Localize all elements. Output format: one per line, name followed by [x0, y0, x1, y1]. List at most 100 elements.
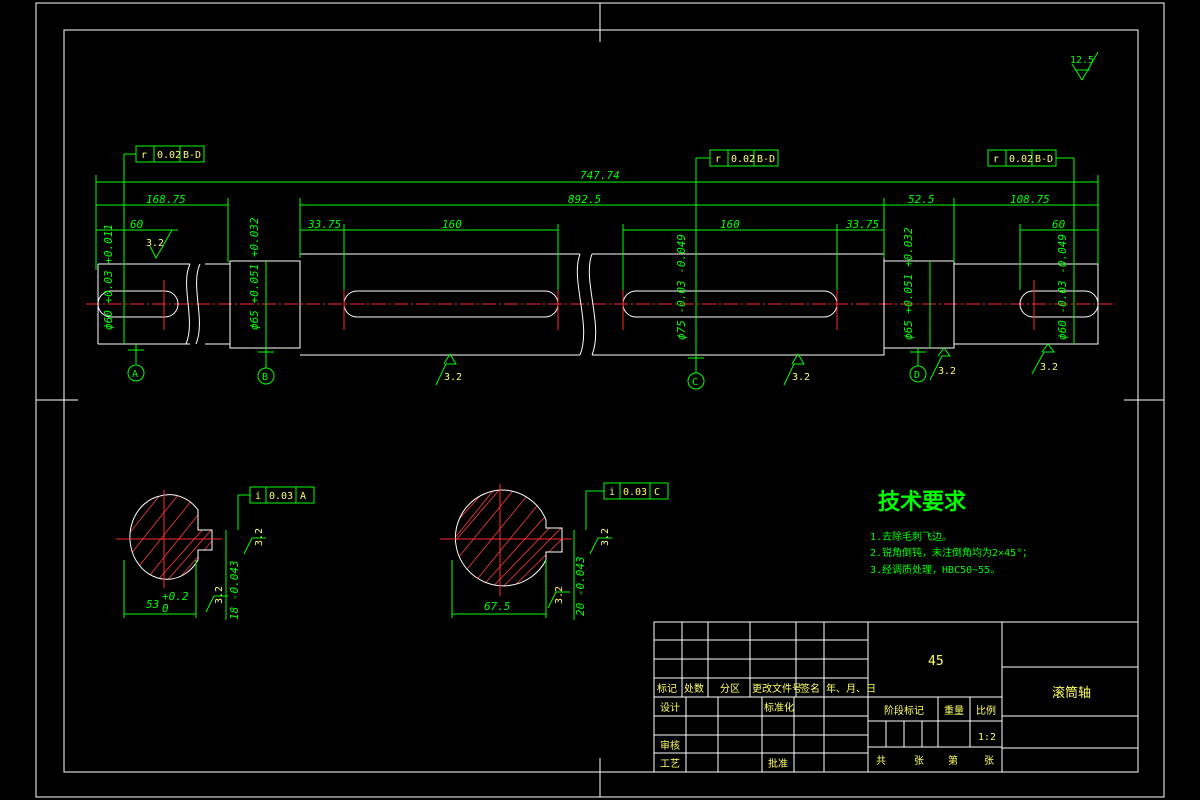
dim-right-seg: 108.75 [1010, 193, 1050, 206]
section-view-right: 67.5 20 -0.043 3.2 3.2 i 0.03 C [440, 482, 669, 620]
svg-text:阶段标记: 阶段标记 [884, 704, 924, 717]
dim-slot-right: 160 [720, 218, 740, 231]
svg-text:0.02: 0.02 [731, 154, 755, 165]
svg-text:比例: 比例 [976, 704, 996, 717]
svg-text:设计: 设计 [660, 701, 680, 714]
svg-text:0: 0 [162, 602, 169, 615]
svg-text:i: i [609, 487, 615, 498]
svg-text:r: r [141, 150, 147, 161]
datum-c: C [692, 377, 698, 388]
dim-inner: 892.5 [568, 193, 601, 206]
svg-text:年、月、日: 年、月、日 [826, 682, 876, 695]
shaft-left-seat [205, 260, 301, 349]
svg-text:B-D: B-D [1035, 154, 1053, 165]
svg-text:r: r [993, 154, 999, 165]
keyway-right [1019, 290, 1099, 318]
section-view-left: 53 +0.2 0 18 -0.043 3.2 3.2 i 0.03 A [116, 486, 315, 620]
svg-text:批准: 批准 [768, 757, 788, 770]
svg-text:工艺: 工艺 [660, 758, 680, 770]
svg-text:张: 张 [984, 755, 994, 767]
datum-a: A [132, 369, 138, 380]
dim-mid-right-offset: 33.75 [845, 218, 879, 231]
svg-text:B-D: B-D [183, 150, 201, 161]
part-name: 滚筒轴 [1052, 685, 1091, 701]
datum-d: D [914, 370, 920, 381]
svg-text:0.02: 0.02 [157, 150, 181, 161]
tech-requirements: 技术要求 1.去除毛刺飞边。 2.锐角倒钝，未注倒角均为2×45°； 3.经调质… [870, 490, 1032, 576]
svg-text:B-D: B-D [757, 154, 775, 165]
tech-item-2: 2.锐角倒钝，未注倒角均为2×45°； [870, 546, 1032, 559]
svg-text:+0.2: +0.2 [162, 590, 189, 603]
shaft-break-middle [576, 253, 597, 356]
dim-slot-left: 160 [442, 218, 462, 231]
tech-item-1: 1.去除毛刺飞边。 [870, 530, 952, 543]
svg-text:3.2: 3.2 [554, 586, 565, 604]
roughness-global-value: 12.5 [1070, 55, 1094, 66]
svg-text:共: 共 [876, 755, 886, 767]
svg-text:3.2: 3.2 [1040, 362, 1058, 373]
keyway-left [97, 290, 179, 318]
diameter-d3: ϕ75 -0.03 -0.049 [675, 234, 688, 340]
tolerance-frame-1: r 0.02 B-D [123, 145, 205, 264]
dim-right-key: 60 [1052, 218, 1066, 231]
sheet-outer-border [35, 2, 1165, 798]
dimension-values: 747.74 168.75 892.5 52.5 108.75 60 33.75… [130, 169, 1066, 231]
diameter-d2: ϕ65 +0.051 +0.032 [248, 217, 261, 330]
datum-markers: A B C D [127, 344, 927, 390]
dim-left-seg: 168.75 [146, 193, 186, 206]
datum-b: B [262, 372, 268, 383]
section-right-key: 20 -0.043 [574, 556, 587, 616]
shaft-body-left [300, 253, 580, 356]
diameter-d5: ϕ60 -0.03 -0.049 [1056, 234, 1069, 340]
svg-text:签名: 签名 [800, 682, 820, 695]
svg-text:审核: 审核 [660, 739, 680, 752]
svg-text:i: i [255, 491, 261, 502]
svg-text:r: r [715, 154, 721, 165]
roughness-shaft-icons: 3.2 3.2 3.2 3.2 3.2 [146, 229, 1058, 386]
dim-right-short: 52.5 [908, 193, 935, 206]
svg-text:处数: 处数 [684, 682, 704, 695]
scale-value: 1:2 [978, 732, 996, 743]
svg-text:重量: 重量 [944, 704, 964, 717]
material: 45 [928, 654, 944, 669]
svg-text:3.2: 3.2 [792, 372, 810, 383]
svg-text:0.02: 0.02 [1009, 154, 1033, 165]
svg-text:分区: 分区 [720, 683, 740, 695]
diameter-d1: ϕ60 +0.03 +0.011 [102, 224, 115, 330]
dim-overall: 747.74 [580, 169, 620, 182]
section-right-width: 67.5 [484, 600, 511, 613]
shaft-main-view [86, 253, 1116, 356]
svg-text:标准化: 标准化 [764, 701, 794, 714]
svg-text:0.03: 0.03 [623, 487, 647, 498]
svg-text:第: 第 [948, 754, 958, 767]
dimension-lines [95, 175, 1099, 290]
svg-text:张: 张 [914, 755, 924, 767]
sheet-inner-border [63, 29, 1139, 773]
roughness-global-icon: 12.5 [1070, 51, 1099, 81]
shaft-break-left [185, 263, 201, 345]
tech-item-3: 3.经调质处理，HBC50~55。 [870, 563, 1000, 576]
tolerance-frame-2: r 0.02 B-D [695, 149, 779, 254]
title-block: 标记 处数 分区 更改文件号 签名 年、月、日 设计 标准化 审核 工艺 批准 … [653, 621, 1139, 773]
diameter-labels: ϕ60 +0.03 +0.011 ϕ65 +0.051 +0.032 ϕ75 -… [102, 217, 1075, 355]
section-left-width: 53 [146, 598, 159, 611]
svg-text:C: C [654, 487, 660, 498]
svg-text:3.2: 3.2 [214, 586, 225, 604]
section-left-key: 18 -0.043 [228, 560, 241, 620]
shaft-right-seat [883, 260, 955, 349]
svg-text:A: A [300, 491, 306, 502]
tolerance-frame-3: r 0.02 B-D [987, 149, 1075, 264]
svg-text:0.03: 0.03 [269, 491, 293, 502]
dim-left-key: 60 [130, 218, 144, 231]
svg-text:3.2: 3.2 [146, 238, 164, 249]
svg-text:更改文件号: 更改文件号 [752, 682, 802, 695]
svg-text:3.2: 3.2 [444, 372, 462, 383]
tech-title: 技术要求 [878, 490, 966, 515]
diameter-d4: ϕ65 +0.051 +0.032 [902, 227, 915, 340]
dim-mid-left-offset: 33.75 [307, 218, 341, 231]
svg-text:3.2: 3.2 [600, 528, 611, 546]
svg-text:3.2: 3.2 [938, 366, 956, 377]
svg-text:标记: 标记 [657, 683, 677, 695]
svg-text:3.2: 3.2 [254, 528, 265, 546]
